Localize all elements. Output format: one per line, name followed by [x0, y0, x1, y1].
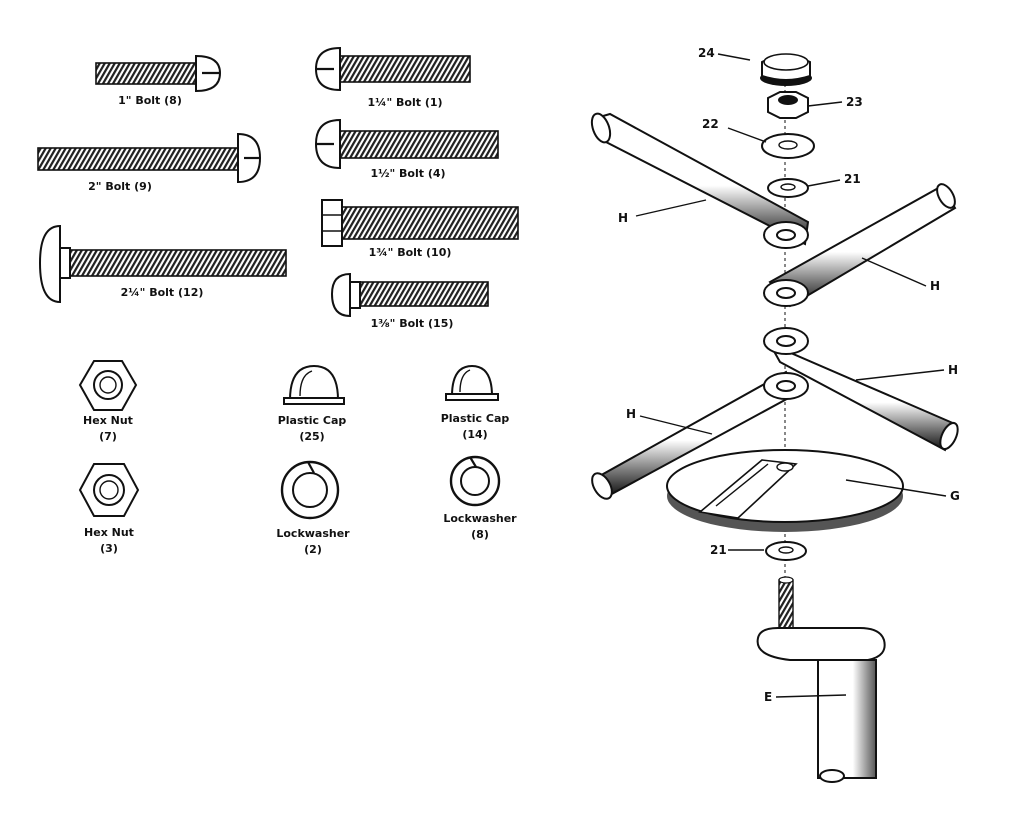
- callout-21-bottom: 21: [710, 543, 727, 557]
- lockwasher-2-label: Lockwasher: [276, 527, 350, 540]
- bolt-2in: 2" Bolt (9): [37, 132, 262, 193]
- lockwasher-8: Lockwasher (8): [443, 455, 517, 541]
- post-e: [756, 576, 886, 783]
- bolt-1-75in-label: 1¾" Bolt (10): [369, 246, 452, 259]
- plastic-cap-25: Plastic Cap (25): [278, 364, 347, 443]
- part-22-washer: [761, 133, 815, 159]
- bolt-1in-label: 1" Bolt (8): [118, 94, 182, 107]
- base-plate-g: [666, 449, 904, 532]
- hex-nut-7: Hex Nut (7): [78, 360, 138, 443]
- callout-22: 22: [702, 117, 719, 131]
- hex-nut-7-label: Hex Nut: [83, 414, 133, 427]
- callout-g: G: [950, 489, 960, 503]
- part-21-washer-bottom: [765, 541, 807, 561]
- plastic-cap-25-count: (25): [299, 430, 324, 443]
- hex-nut-3: Hex Nut (3): [78, 463, 140, 555]
- bolt-2-25in-label: 2¼" Bolt (12): [121, 286, 204, 299]
- hex-nut-3-label: Hex Nut: [84, 526, 134, 539]
- tube-mid-right: [763, 327, 959, 452]
- part-21-washer-top: [767, 178, 809, 198]
- bolt-1-5in: 1½" Bolt (4): [314, 118, 499, 180]
- callout-h-top-left: H: [618, 211, 628, 225]
- callout-h-top-right: H: [930, 279, 940, 293]
- lockwasher-2: Lockwasher (2): [276, 460, 350, 556]
- tube-upper-left: [590, 112, 810, 249]
- leader-lines: [635, 53, 947, 698]
- bolt-1-25in-label: 1¼" Bolt (1): [367, 96, 442, 109]
- plastic-cap-14: Plastic Cap (14): [441, 364, 510, 441]
- callout-h-mid-left: H: [626, 407, 636, 421]
- callout-e: E: [764, 690, 772, 704]
- callout-21-top: 21: [844, 172, 861, 186]
- part-24-cap: [760, 53, 812, 86]
- bolt-1-5in-label: 1½" Bolt (4): [370, 167, 445, 180]
- callout-h-mid-right: H: [948, 363, 958, 377]
- bolt-1-38in: 1⅜" Bolt (15): [330, 272, 489, 330]
- tube-upper-right: [763, 183, 957, 308]
- plastic-cap-14-label: Plastic Cap: [441, 412, 510, 425]
- bolt-1-25in: 1¼" Bolt (1): [314, 46, 471, 109]
- plastic-cap-25-label: Plastic Cap: [278, 414, 347, 427]
- bolt-1-38in-label: 1⅜" Bolt (15): [371, 317, 454, 330]
- callout-24: 24: [698, 46, 715, 60]
- bolt-1in: 1" Bolt (8): [95, 54, 222, 107]
- lockwasher-8-count: (8): [471, 528, 489, 541]
- plastic-cap-14-count: (14): [462, 428, 487, 441]
- lockwasher-2-count: (2): [304, 543, 322, 556]
- bolt-1-75in: 1¾" Bolt (10): [321, 199, 519, 259]
- bolt-2in-label: 2" Bolt (9): [88, 180, 152, 193]
- lockwasher-8-label: Lockwasher: [443, 512, 517, 525]
- part-23-nut: [767, 91, 809, 119]
- tube-lower-left: [591, 370, 809, 500]
- bolt-2-25in: 2¼" Bolt (12): [38, 224, 287, 304]
- callout-23: 23: [846, 95, 863, 109]
- hex-nut-7-count: (7): [99, 430, 117, 443]
- hex-nut-3-count: (3): [100, 542, 118, 555]
